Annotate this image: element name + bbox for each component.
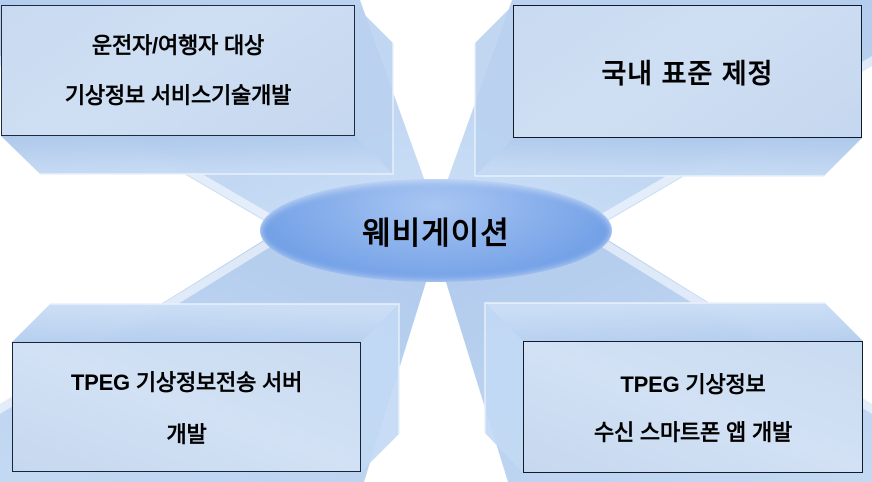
- node-bottom-left-line-1: TPEG 기상정보전송 서버: [70, 370, 303, 395]
- node-bottom-right-line-2: 수신 스마트폰 앱 개발: [593, 420, 793, 445]
- node-bottom-left[interactable]: TPEG 기상정보전송 서버 개발: [12, 342, 361, 472]
- node-top-left-line-1: 운전자/여행자 대상: [91, 33, 265, 59]
- center-hub-label: 웨비게이션: [362, 216, 510, 251]
- node-bottom-right[interactable]: TPEG 기상정보 수신 스마트폰 앱 개발: [523, 341, 863, 473]
- node-bottom-left-line-2: 개발: [166, 422, 207, 447]
- center-hub-node[interactable]: 웨비게이션: [260, 179, 612, 282]
- node-top-right-line-1: 국내 표준 제정: [601, 59, 774, 89]
- node-top-right[interactable]: 국내 표준 제정: [513, 5, 862, 138]
- node-top-left-line-2: 기상정보 서비스기술개발: [64, 82, 292, 108]
- node-bottom-right-line-1: TPEG 기상정보: [620, 372, 766, 397]
- node-top-left[interactable]: 운전자/여행자 대상 기상정보 서비스기술개발: [1, 5, 355, 136]
